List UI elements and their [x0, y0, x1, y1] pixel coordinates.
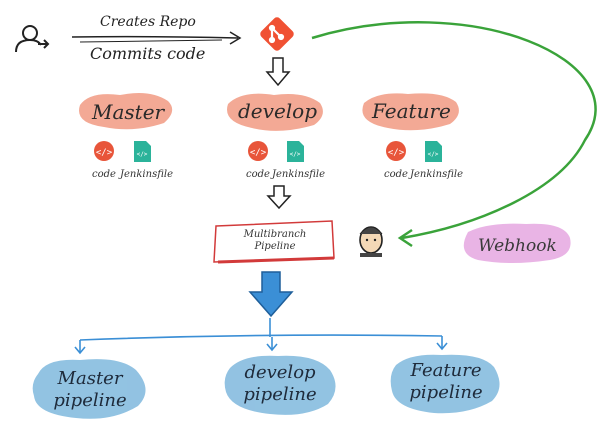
feature-jenkinsfile-icon: </>	[425, 141, 442, 162]
multibranch-line-2: Pipeline	[254, 241, 296, 252]
pipeline-feature: Feature pipeline	[392, 360, 500, 404]
webhook-curve	[311, 21, 597, 248]
develop-code-label: code	[246, 169, 270, 180]
branch-feature-label: Feature	[372, 99, 451, 123]
feature-code-icon: </>	[386, 141, 406, 161]
hollow-arrow-git	[265, 57, 291, 87]
develop-jenkinsfile-label: Jenkinsfile	[272, 169, 325, 180]
pipeline-feature-line-2: pipeline	[409, 382, 483, 403]
multibranch-label: Multibranch Pipeline	[222, 229, 328, 253]
multibranch-line-1: Multibranch	[243, 229, 307, 240]
develop-jenkinsfile-icon: </>	[287, 141, 304, 162]
branch-develop-label: develop	[238, 99, 318, 123]
svg-text:</>: </>	[96, 148, 113, 158]
develop-code-icon: </>	[248, 141, 268, 161]
pipeline-develop: develop pipeline	[226, 362, 334, 406]
webhook-label: Webhook	[478, 236, 557, 256]
master-jenkinsfile-label: Jenkinsfile	[120, 169, 173, 180]
pipeline-develop-line-1: develop	[244, 362, 316, 383]
master-code-icon: </>	[94, 141, 114, 161]
jenkins-icon	[359, 226, 383, 257]
master-code-label: code	[92, 169, 116, 180]
user-icon	[15, 25, 50, 53]
pipeline-branches	[74, 318, 448, 355]
webhook-blob	[463, 223, 571, 263]
feature-jenkinsfile-label: Jenkinsfile	[410, 169, 463, 180]
svg-text:</>: </>	[428, 151, 439, 158]
hollow-arrow-develop	[266, 185, 292, 210]
pipeline-develop-line-2: pipeline	[243, 384, 317, 405]
commits-code-label: Commits code	[90, 44, 206, 63]
commit-arrow	[71, 31, 242, 45]
pipeline-master: Master pipeline	[40, 368, 140, 412]
svg-text:</>: </>	[388, 148, 405, 158]
svg-text:</>: </>	[137, 151, 148, 158]
pipeline-blobs	[32, 354, 500, 419]
creates-repo-label: Creates Repo	[100, 14, 196, 30]
multibranch-box	[213, 220, 335, 264]
branch-blobs	[79, 93, 459, 131]
branch-master-label: Master	[92, 100, 165, 124]
underline	[79, 39, 223, 43]
git-icon	[260, 17, 294, 51]
pipeline-feature-line-1: Feature	[410, 360, 482, 381]
feature-code-label: code	[384, 169, 408, 180]
pipeline-master-line-2: pipeline	[53, 390, 127, 411]
pipeline-master-line-1: Master	[57, 368, 123, 389]
svg-text:</>: </>	[290, 151, 301, 158]
master-jenkinsfile-icon: </>	[134, 141, 151, 162]
svg-text:</>: </>	[250, 148, 267, 158]
blue-down-arrow	[248, 271, 294, 318]
